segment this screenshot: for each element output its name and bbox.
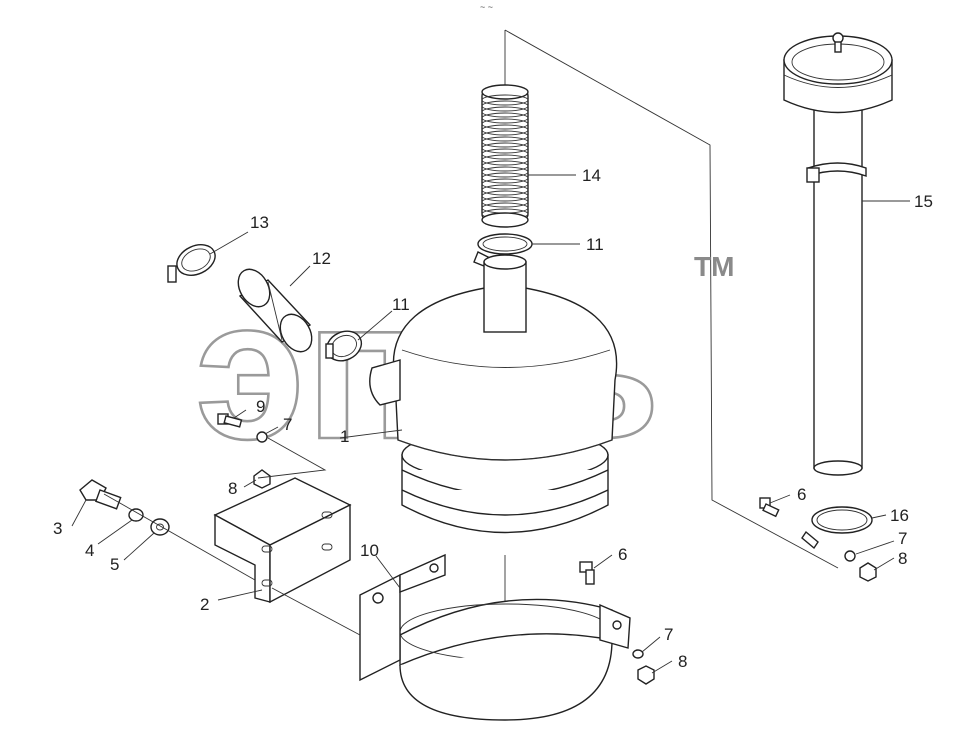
callout-2: 2: [200, 595, 209, 614]
callout-16: 16: [890, 506, 909, 525]
part-9-bolt: [217, 413, 243, 428]
hose-rib: [481, 184, 529, 196]
hose-rib: [481, 136, 529, 148]
part-5-washer: [150, 518, 170, 536]
part-16-clamp: [801, 506, 873, 550]
hose-rib: [481, 100, 529, 112]
callout-1: 1: [340, 427, 349, 446]
watermark-tm: TM: [694, 251, 734, 282]
hose-rib: [481, 112, 529, 124]
part-10-band-strap: [359, 553, 631, 721]
callout-14: 14: [582, 166, 601, 185]
part-7-washer-band: [632, 649, 644, 659]
part-8-nut-pre: [859, 562, 877, 582]
part-7-washer-left: [256, 431, 268, 443]
callout-13: 13: [250, 213, 269, 232]
leader-lines: [71, 174, 910, 674]
callout-6-band: 6: [618, 545, 627, 564]
hose-rib: [481, 130, 529, 142]
part-15-pre-cleaner: [783, 32, 893, 476]
callout-15: 15: [914, 192, 933, 211]
callout-7-left: 7: [283, 415, 292, 434]
hose-rib: [481, 148, 529, 160]
hose-rib: [481, 178, 529, 190]
callout-9: 9: [256, 397, 265, 416]
part-8-nut-band: [637, 665, 655, 685]
part-8-nut-left: [253, 469, 271, 489]
callout-8-left: 8: [228, 479, 237, 498]
callout-4: 4: [85, 541, 94, 560]
part-1-air-cleaner: [369, 254, 618, 534]
hose-rib: [481, 190, 529, 202]
part-6-bolt-band: [579, 561, 595, 585]
part-14-corrugated-hose: [481, 84, 529, 228]
callout-3: 3: [53, 519, 62, 538]
callout-6-pre: 6: [797, 485, 806, 504]
callouts: 1 2 3 4 5 6 6 7 7 7 8 8 8 9 10 11 11 12 …: [53, 166, 933, 671]
callout-11-top: 11: [586, 235, 604, 254]
hose-rib: [481, 160, 529, 172]
hose-rib: [481, 154, 529, 166]
top-mark: ~ ~: [480, 2, 493, 12]
hose-rib: [481, 166, 529, 178]
part-2-bracket: [213, 477, 352, 604]
callout-5: 5: [110, 555, 119, 574]
part-7-washer-pre: [844, 550, 856, 562]
part-3-bolt: [79, 479, 122, 510]
part-13-clamp: [167, 244, 216, 283]
callout-12: 12: [312, 249, 331, 268]
callout-7-pre: 7: [898, 529, 907, 548]
callout-7-band: 7: [664, 625, 673, 644]
callout-8-band: 8: [678, 652, 687, 671]
hose-rib: [481, 142, 529, 154]
callout-8-pre: 8: [898, 549, 907, 568]
callout-11-left: 11: [392, 295, 410, 314]
hose-rib: [481, 106, 529, 118]
hose-rib: [481, 118, 529, 130]
hose-rib: [481, 172, 529, 184]
callout-10: 10: [360, 541, 379, 560]
hose-rib: [481, 124, 529, 136]
hose-rib: [481, 94, 529, 106]
hose-rib: [481, 196, 529, 208]
part-12-inlet-pipe: [237, 268, 313, 353]
part-4-lock-washer: [128, 508, 144, 522]
